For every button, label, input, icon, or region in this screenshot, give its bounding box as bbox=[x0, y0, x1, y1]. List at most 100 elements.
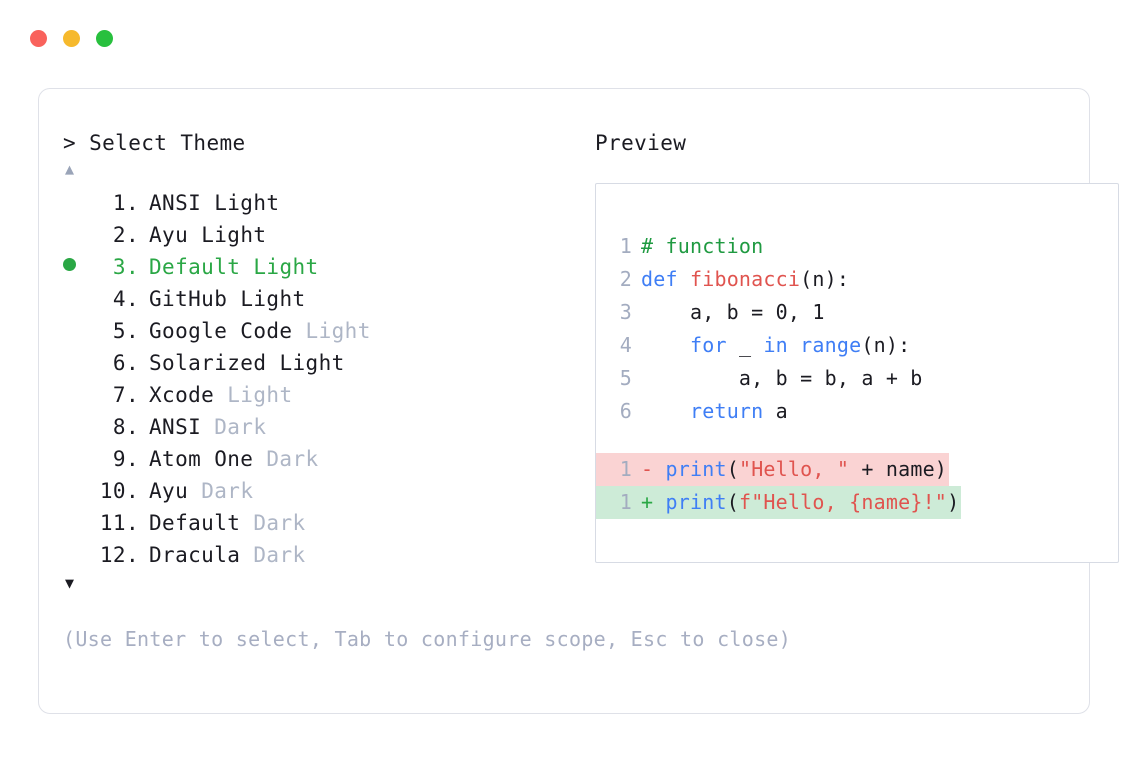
theme-item-name: Xcode Light bbox=[149, 383, 293, 407]
code-token: a, b = b, a + b bbox=[641, 366, 923, 390]
theme-list-item[interactable]: 10. Ayu Dark bbox=[63, 475, 541, 507]
line-number: 2 bbox=[619, 267, 632, 291]
scroll-up-indicator-icon[interactable]: ▲ bbox=[65, 160, 75, 178]
diff-line-content: print("Hello, " + name) bbox=[665, 453, 947, 486]
code-token: a, b = 0, 1 bbox=[641, 300, 825, 324]
code-token: + name) bbox=[849, 457, 948, 481]
theme-item-name: Solarized Light bbox=[149, 351, 345, 375]
diff-line-content: print(f"Hello, {name}!") bbox=[665, 486, 959, 519]
theme-item-name: Default Dark bbox=[149, 511, 306, 535]
line-number: 3 bbox=[619, 300, 632, 324]
theme-list-item[interactable]: 4. GitHub Light bbox=[63, 283, 541, 315]
theme-item-variant: Light bbox=[240, 287, 306, 311]
code-line-content: a, b = b, a + b bbox=[641, 362, 923, 395]
theme-item-variant: Light bbox=[279, 351, 345, 375]
diff-block: 1- print("Hello, " + name)1+ print(f"Hel… bbox=[596, 453, 1118, 519]
theme-list-item[interactable]: 7. Xcode Light bbox=[63, 379, 541, 411]
line-number: 1 bbox=[619, 457, 632, 481]
code-line-content: a, b = 0, 1 bbox=[641, 296, 825, 329]
page-title: > Select Theme bbox=[63, 131, 246, 155]
diff-line-wrapper: 1- print("Hello, " + name) bbox=[596, 453, 1118, 486]
code-token: _ bbox=[726, 333, 764, 357]
code-token: def bbox=[641, 267, 690, 291]
theme-item-variant: Dark bbox=[214, 415, 267, 439]
theme-list-item[interactable]: 3.Default Light bbox=[63, 251, 541, 283]
line-number: 4 bbox=[619, 333, 632, 357]
code-token: print bbox=[665, 490, 727, 514]
theme-list-item[interactable]: 2. Ayu Light bbox=[63, 219, 541, 251]
theme-item-name: ANSI Dark bbox=[149, 415, 267, 439]
theme-selector-pane: > Select Theme ▲ 1.ANSI Light 2. Ayu Light… bbox=[63, 129, 792, 653]
theme-item-index: 7. bbox=[112, 383, 139, 407]
theme-item-index: 5. bbox=[112, 319, 139, 343]
code-token: return bbox=[689, 399, 764, 423]
theme-item-name: Dracula Dark bbox=[149, 543, 306, 567]
theme-item-variant: Light bbox=[227, 383, 293, 407]
code-line: 4 for _ in range(n): bbox=[596, 329, 1118, 362]
diff-removed-line: 1- print("Hello, " + name) bbox=[596, 453, 950, 486]
code-line-content: def fibonacci(n): bbox=[641, 263, 849, 296]
theme-list-item[interactable]: 8. ANSI Dark bbox=[63, 411, 541, 443]
theme-item-variant: Dark bbox=[201, 479, 254, 503]
code-line-content: # function bbox=[641, 230, 763, 263]
diff-minus-sign: - bbox=[641, 457, 666, 481]
line-number: 1 bbox=[619, 490, 632, 514]
theme-item-index: 6. bbox=[112, 351, 139, 375]
code-token: ( bbox=[726, 490, 739, 514]
theme-item-name: Ayu Dark bbox=[149, 479, 254, 503]
theme-list-item[interactable]: 6. Solarized Light bbox=[63, 347, 541, 379]
scroll-down-indicator-icon[interactable]: ▼ bbox=[65, 574, 75, 592]
selection-bullet-cell bbox=[63, 251, 91, 283]
code-token: f"Hello, {name}!" bbox=[738, 490, 948, 514]
code-line: 5 a, b = b, a + b bbox=[596, 362, 1118, 395]
theme-item-index: 9. bbox=[112, 447, 139, 471]
theme-item-variant: Light bbox=[214, 191, 280, 215]
code-token: ) bbox=[947, 490, 960, 514]
code-token: a bbox=[763, 399, 788, 423]
theme-item-index: 8. bbox=[112, 415, 139, 439]
code-token: print bbox=[665, 457, 727, 481]
code-line: 6 return a bbox=[596, 395, 1118, 428]
theme-list-item[interactable]: 1.ANSI Light bbox=[63, 187, 541, 219]
code-token: for bbox=[689, 333, 727, 357]
code-token: "Hello, " bbox=[738, 457, 850, 481]
theme-item-index: 4. bbox=[112, 287, 139, 311]
theme-item-index: 10. bbox=[99, 479, 139, 503]
theme-item-variant: Dark bbox=[253, 511, 306, 535]
code-line: 1 # function bbox=[596, 230, 1118, 263]
diff-line-wrapper: 1 + print(f"Hello, {name}!") bbox=[596, 486, 1118, 519]
code-spacer bbox=[596, 428, 1118, 453]
line-number: 1 bbox=[619, 234, 632, 258]
close-window-button[interactable] bbox=[30, 30, 47, 47]
theme-item-variant: Dark bbox=[266, 447, 319, 471]
code-token: fibonacci bbox=[689, 267, 801, 291]
theme-item-variant: Dark bbox=[253, 543, 306, 567]
theme-item-name: Atom One Dark bbox=[149, 447, 319, 471]
diff-plus-sign: + bbox=[641, 490, 666, 514]
theme-list-item[interactable]: 12.Dracula Dark bbox=[63, 539, 541, 571]
minimize-window-button[interactable] bbox=[63, 30, 80, 47]
theme-item-index: 2. bbox=[112, 223, 139, 247]
theme-item-variant: Light bbox=[305, 319, 371, 343]
theme-item-name: GitHub Light bbox=[149, 287, 306, 311]
theme-list-item[interactable]: 5.Google Code Light bbox=[63, 315, 541, 347]
theme-list-item[interactable]: 9. Atom One Dark bbox=[63, 443, 541, 475]
theme-item-name: Ayu Light bbox=[149, 223, 267, 247]
code-line: 3 a, b = 0, 1 bbox=[596, 296, 1118, 329]
line-number: 5 bbox=[619, 366, 632, 390]
code-line-content: return a bbox=[641, 395, 788, 428]
maximize-window-button[interactable] bbox=[96, 30, 113, 47]
theme-item-index: 11. bbox=[99, 511, 139, 535]
keyboard-hint-text: (Use Enter to select, Tab to configure s… bbox=[63, 627, 792, 651]
code-token: (n): bbox=[800, 267, 850, 291]
code-line-content: for _ in range(n): bbox=[641, 329, 910, 362]
window-traffic-lights bbox=[30, 30, 113, 47]
theme-item-index: 1. bbox=[112, 191, 139, 215]
code-token: (n): bbox=[861, 333, 911, 357]
line-number: 6 bbox=[619, 399, 632, 423]
theme-item-name: Default Light bbox=[149, 255, 319, 279]
theme-list-item[interactable]: 11. Default Dark bbox=[63, 507, 541, 539]
